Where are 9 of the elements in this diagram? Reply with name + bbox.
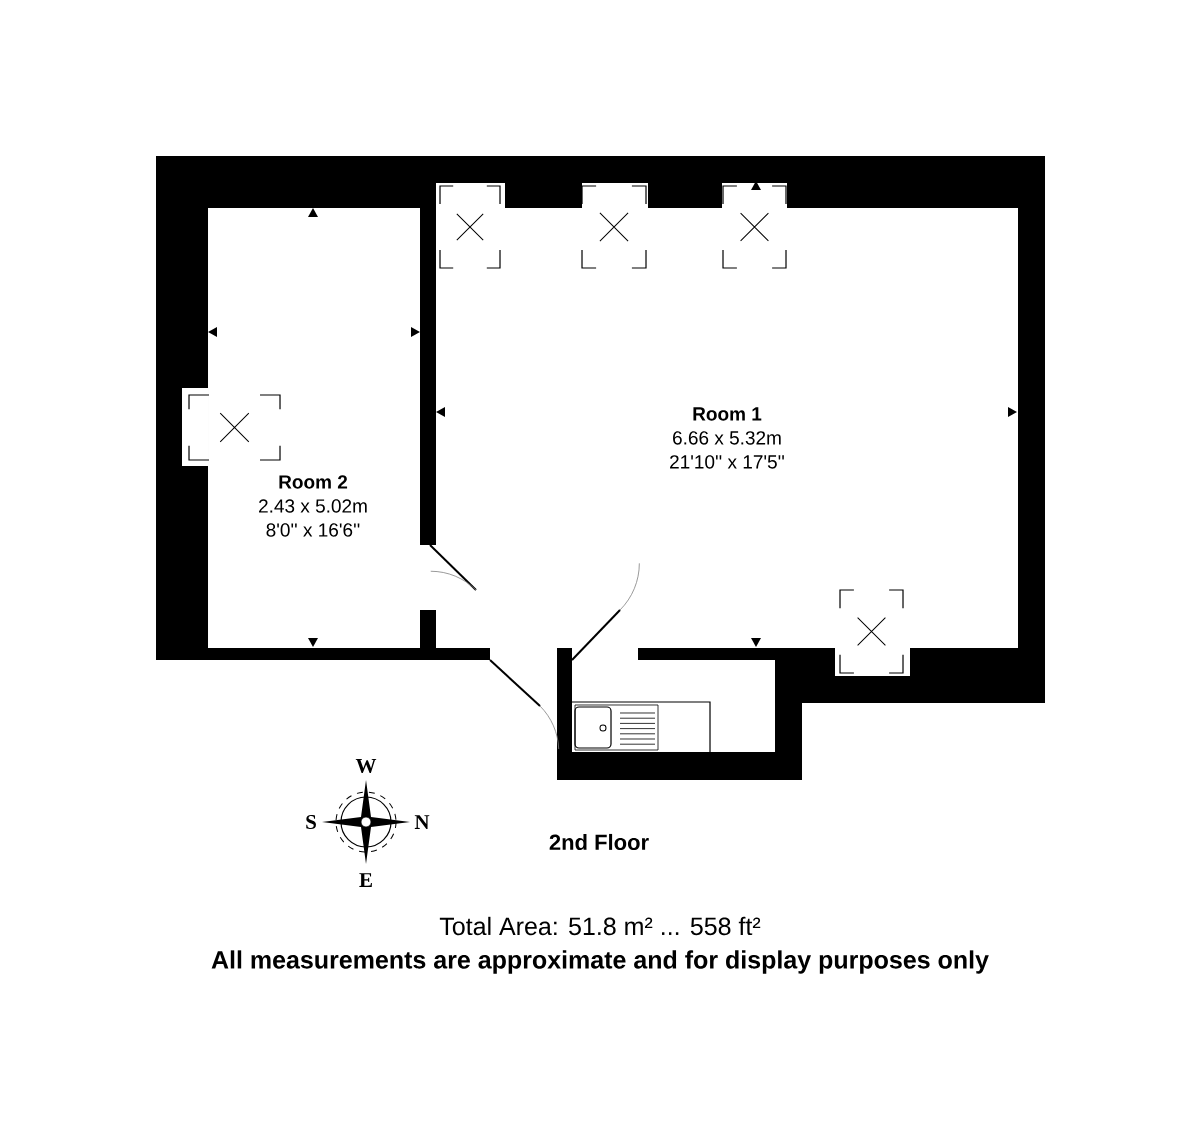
room-label: Room 1 6.66 x 5.32m 21'10'' x 17'5'' [670,407,784,469]
compass-letter: W [355,759,377,774]
compass-letter: N [414,815,430,829]
compass-letter: E [359,873,372,887]
room-label: Room 2 2.43 x 5.02m 8'0'' x 16'6'' [259,475,367,537]
disclaimer-text: All measurements are approximate and for display purposes only [211,950,989,974]
total-area-text: Total Area: 51.8 m² ... 558 ft² [439,916,761,936]
floor-title: 2nd Floor [549,833,649,851]
compass-letter: S [306,814,316,830]
